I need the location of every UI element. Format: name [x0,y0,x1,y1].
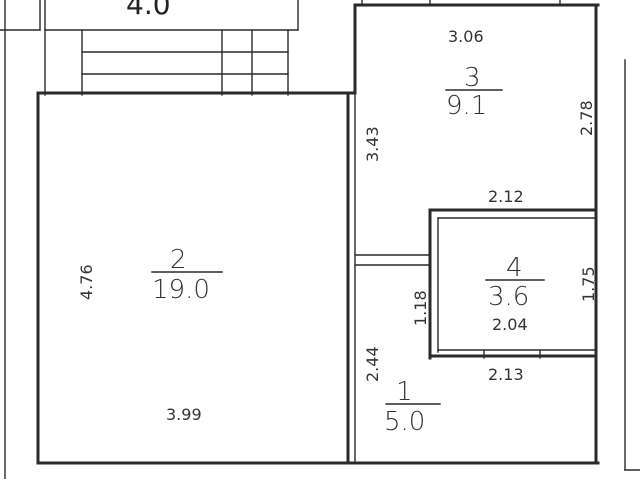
room4-dim-top: 2.12 [488,187,524,206]
room4-number: 4 [506,253,523,283]
room4-dim-right: 1.75 [579,266,598,302]
room1-dim-left: 2.44 [363,346,382,382]
room-1: 2.44 1 5.0 [353,254,600,465]
room4-dim-inner: 2.04 [492,315,528,334]
room-3: 3.06 3 9.1 2.78 [353,0,600,465]
balcony-area-label: 4.0 [126,0,171,21]
room2-area: 19.0 [152,275,210,305]
room4-dim-left: 1.18 [411,290,430,326]
room3-dim-top: 3.06 [448,27,484,46]
room4-dim-bottom: 2.13 [488,365,524,384]
room2-dim-right: 3.43 [363,126,382,162]
room3-number: 3 [464,63,481,93]
room-2: 2 19.0 4.76 3.99 3.43 [36,91,382,465]
room1-number: 1 [396,377,413,407]
balcony: 4.0 [39,0,299,96]
room2-dim-bottom: 3.99 [166,405,202,424]
room3-area: 9.1 [446,91,487,121]
room4-area: 3.6 [488,282,529,312]
room-4: 2.12 4 3.6 2.04 1.75 1.18 2.13 [411,187,598,384]
room3-dim-right: 2.78 [577,100,596,136]
room1-area: 5.0 [384,407,425,437]
room2-number: 2 [170,245,187,275]
room2-dim-left: 4.76 [77,264,96,300]
